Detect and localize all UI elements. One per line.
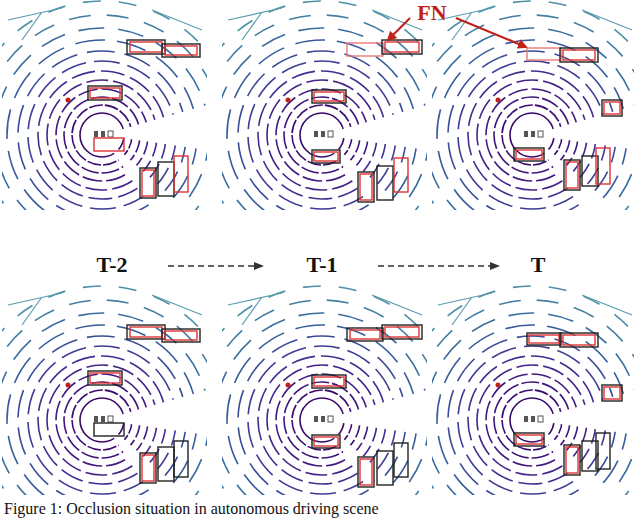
- time-label: T: [531, 252, 546, 278]
- fn-label: FN: [417, 0, 446, 26]
- time-label: T-2: [97, 252, 128, 278]
- time-label: T-1: [307, 252, 338, 278]
- figure-caption: Figure 1: Occlusion situation in autonom…: [4, 500, 379, 518]
